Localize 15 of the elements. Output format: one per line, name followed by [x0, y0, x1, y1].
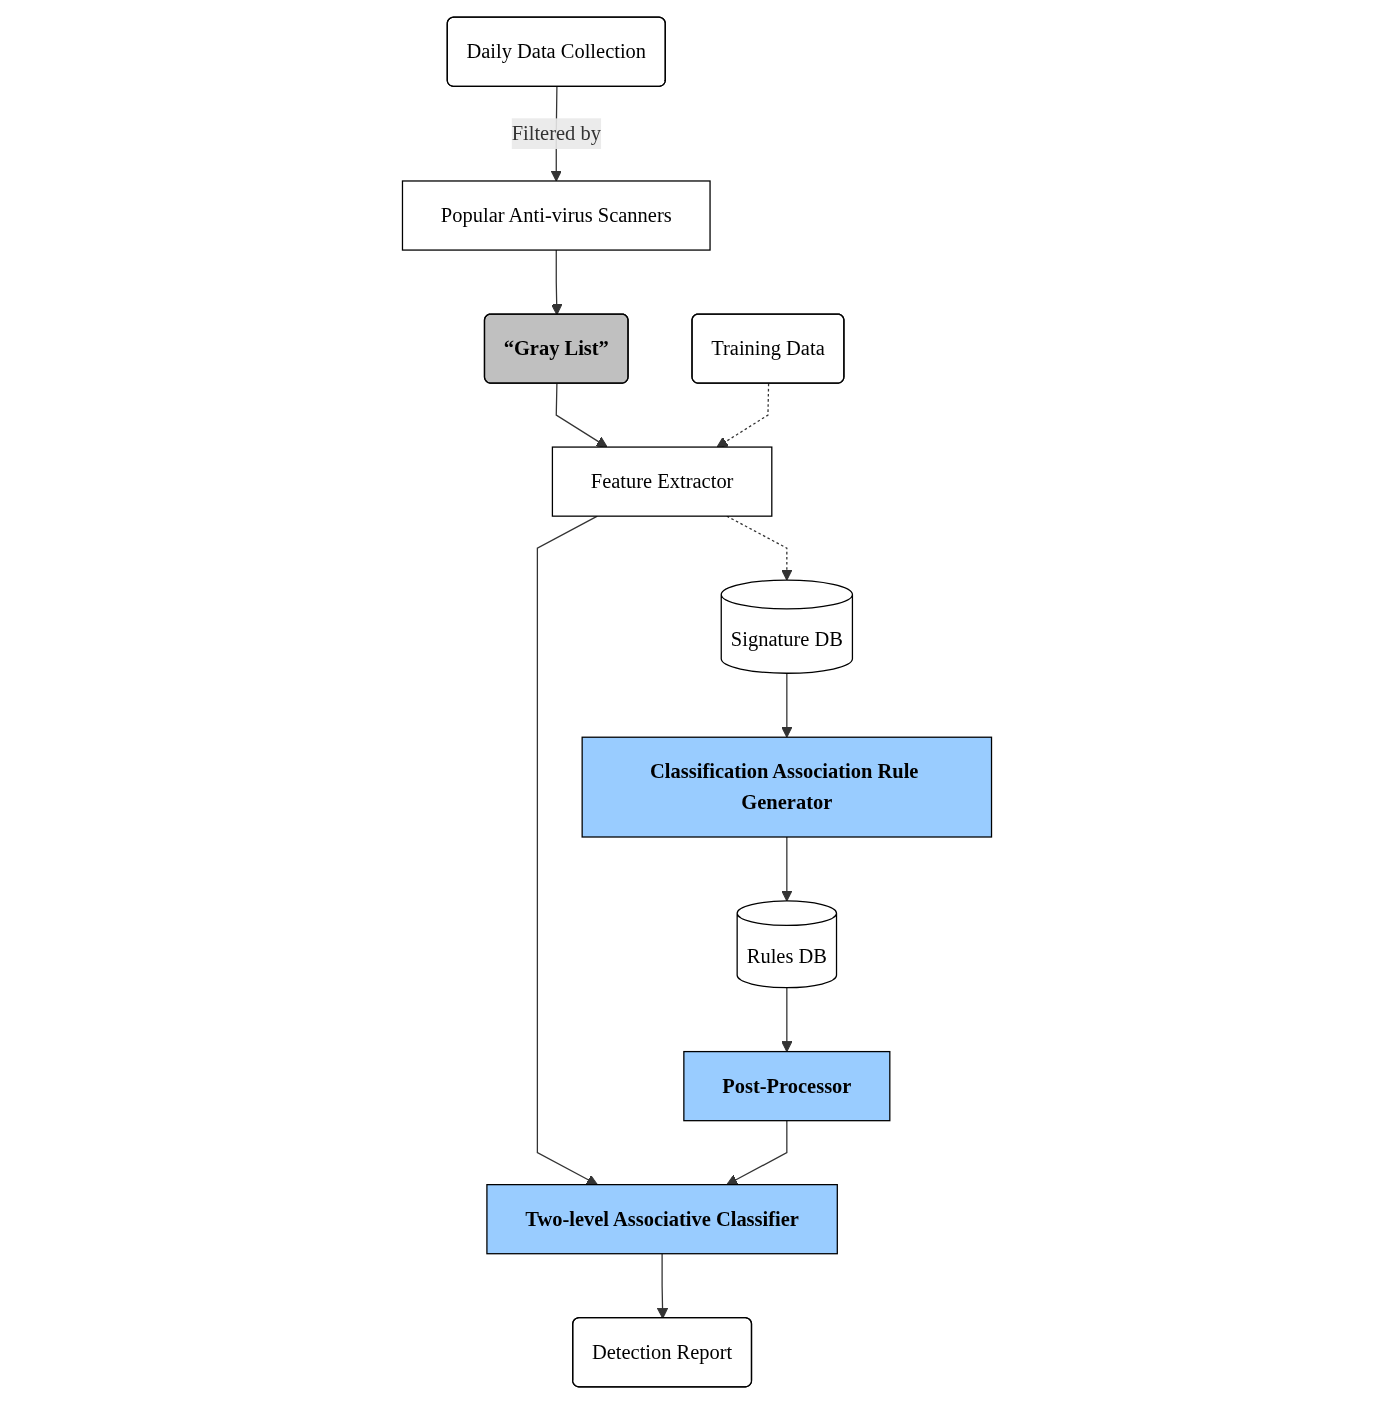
arrow [550, 249, 562, 316]
arrow [780, 836, 792, 902]
node-box: Popular Anti-virus Scanners [401, 180, 711, 251]
arrow [725, 1120, 787, 1186]
node-box: Two-level Associative Classifier [485, 1184, 838, 1255]
arrow [555, 383, 608, 448]
node-box: Feature Extractor [551, 446, 772, 517]
arrow [780, 672, 792, 738]
arrow [656, 1253, 668, 1319]
edge-label: Filtered by [511, 122, 601, 144]
arrow [780, 987, 792, 1053]
node-box: Classification Association Rule Generator [581, 736, 992, 838]
arrow [536, 515, 598, 1186]
arrow [716, 383, 769, 448]
node-box: Post-Processor [682, 1050, 890, 1122]
